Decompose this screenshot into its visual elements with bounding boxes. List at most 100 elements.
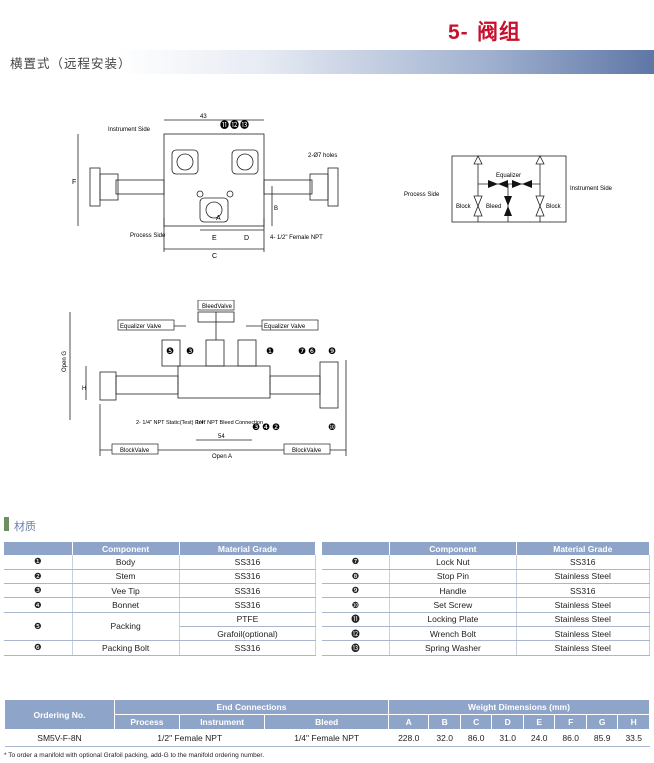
table-row: ❹ Bonnet SS316 ❿ Set Screw Stainless Ste…: [4, 597, 651, 613]
callout-bottom-3: ❸: [252, 422, 260, 432]
valve-schematic: Process Side Instrument Side Equalizer B…: [404, 155, 613, 223]
dim-h-cell: 33.5: [617, 729, 650, 747]
dim-f-cell: 86.0: [554, 729, 587, 747]
item-number: ❻: [33, 642, 42, 653]
callout-top-6: ❻: [308, 346, 316, 356]
callout-top-3: ❸: [186, 346, 194, 356]
dim-g-cell: 85.9: [586, 729, 618, 747]
grade-cell: Stainless Steel: [516, 640, 651, 656]
item-number: ❿: [351, 599, 360, 610]
component-cell: Stop Pin: [389, 569, 517, 585]
static-port-label: 2- 1/4" NPT Static(Test) Port: [136, 420, 206, 426]
callout-bottom-2: ❷: [272, 422, 280, 432]
dim-c: C: [212, 253, 217, 260]
female-npt-label: 4- 1/2" Female NPT: [270, 235, 323, 241]
item-number: ⓭: [351, 642, 360, 653]
sub-instrument: Instrument: [178, 714, 266, 730]
block-valve-left: BlockValve: [120, 448, 150, 454]
grade-cell: Stainless Steel: [516, 612, 651, 627]
callout-12: ⓬: [230, 120, 239, 130]
col-header-no-right: [321, 542, 391, 555]
sub-c: C: [459, 714, 493, 730]
grade-cell: SS316: [179, 640, 317, 656]
callout-bottom-4: ❹: [262, 422, 270, 432]
dim-b-cell: 32.0: [428, 729, 461, 747]
component-cell: Packing: [72, 612, 180, 642]
sub-d: D: [491, 714, 524, 730]
section-title: 阀组: [477, 20, 521, 44]
schematic-instrument-side: Instrument Side: [570, 186, 613, 192]
schematic-block-left: Block: [456, 204, 472, 210]
table-row: ❸ Vee Tip SS316 ❾ Handle SS316: [4, 583, 651, 599]
sub-e: E: [522, 714, 556, 730]
dim-e-cell: 24.0: [523, 729, 555, 747]
open-g-label: Open G: [62, 351, 68, 372]
item-number: ❼: [351, 556, 360, 567]
materials-heading-text: 材质: [14, 520, 36, 533]
block-valve-right: BlockValve: [292, 448, 322, 454]
component-cell: Body: [72, 555, 180, 570]
sub-b: B: [428, 714, 461, 730]
footnote: * To order a manifold with optional Graf…: [4, 752, 265, 759]
component-cell: Stem: [72, 569, 180, 585]
schematic-block-right: Block: [546, 204, 562, 210]
callout-top-5: ❺: [166, 346, 174, 356]
item-number: ❹: [33, 599, 42, 610]
component-cell: Wrench Bolt: [389, 626, 517, 642]
component-cell: Packing Bolt: [72, 640, 180, 656]
item-number: ❾: [351, 585, 360, 596]
section-banner: 横置式（远程安装）: [0, 50, 654, 74]
item-number: ❶: [33, 556, 42, 567]
dim-e: E: [212, 235, 217, 242]
col-end-connections: End Connections: [114, 699, 389, 715]
schematic-bleed: Bleed: [486, 204, 501, 210]
table-row: ❷ Stem SS316 ❽ Stop Pin Stainless Steel: [4, 569, 651, 585]
bleed-valve-label: BleedValve: [202, 304, 233, 310]
banner-text: 横置式（远程安装）: [10, 56, 132, 71]
bleed-cell: 1/4" Female NPT: [264, 729, 389, 747]
col-header-grade-left: Material Grade: [179, 542, 317, 555]
item-number: ❸: [33, 585, 42, 596]
component-cell: Set Screw: [389, 597, 517, 613]
grade-cell: SS316: [179, 597, 317, 613]
callout-13: ⓭: [240, 120, 249, 130]
table-row: ❺ Packing PTFE ⓫ Locking Plate Stainless…: [4, 612, 651, 642]
materials-table: Component Material Grade Component Mater…: [4, 542, 651, 656]
grade-cell: Stainless Steel: [516, 626, 651, 642]
ordering-table: Ordering No. End Connections Weight Dime…: [4, 699, 651, 747]
callout-top-1: ❶: [266, 346, 274, 356]
sub-f: F: [554, 714, 587, 730]
dim-d-cell: 31.0: [491, 729, 524, 747]
callout-bottom-10: ❿: [328, 422, 336, 432]
page-title: 5- 阀组: [448, 16, 521, 46]
grade-cell: Stainless Steel: [516, 569, 651, 585]
bleed-connection-label: 1/4" NPT Bleed Connection: [196, 420, 263, 426]
col-header-component-left: Component: [72, 542, 180, 555]
heading-bar: [4, 517, 9, 531]
item-number: ❷: [33, 570, 42, 581]
table-row: SM5V-F-8N 1/2" Female NPT 1/4" Female NP…: [4, 729, 650, 747]
dim-d: D: [244, 235, 249, 242]
sub-g: G: [585, 714, 619, 730]
table-row: ❶ Body SS316 ❼ Lock Nut SS316: [4, 555, 651, 570]
item-number: ❺: [33, 620, 42, 631]
dim-a: A: [216, 215, 221, 222]
h-label: H: [82, 386, 86, 392]
component-cell: Vee Tip: [72, 583, 180, 599]
col-weight-dimensions: Weight Dimensions (mm): [387, 699, 651, 715]
grade-cell: SS316: [179, 583, 317, 599]
equalizer-valve-right: Equalizer Valve: [264, 324, 306, 330]
equalizer-valve-left: Equalizer Valve: [120, 324, 162, 330]
instrument-side-label: Instrument Side: [108, 127, 151, 133]
item-number: ⓬: [351, 628, 360, 639]
col-header-component-right: Component: [389, 542, 517, 555]
callout-top-7: ❼: [298, 346, 306, 356]
col-ordering-no: Ordering No.: [4, 699, 115, 730]
component-cell: Spring Washer: [389, 640, 517, 656]
side-view-drawing: BleedValve Equalizer Valve Equalizer Val…: [62, 300, 347, 460]
table-row: ❻ Packing Bolt SS316 ⓭ Spring Washer Sta…: [4, 640, 651, 656]
item-number: ❽: [351, 570, 360, 581]
grade-cell: SS316: [516, 555, 651, 570]
holes-label: 2-Ø7 holes: [308, 153, 337, 159]
col-header-no-left: [4, 542, 73, 555]
